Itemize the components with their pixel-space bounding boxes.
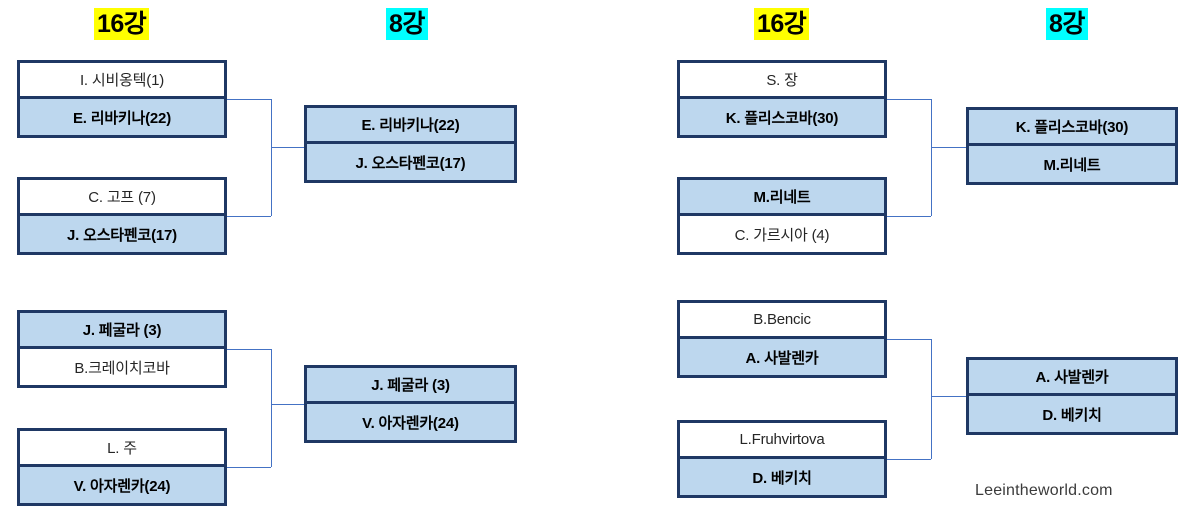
c-q3-out-stem [931,147,966,148]
player-slot-q1-r16-m2-bottom[interactable]: J. 오스타펜코(17) [20,216,224,252]
player-slot-q3-r16-m2-top[interactable]: M.리네트 [680,180,884,216]
player-slot-q4-r8-m1-bottom[interactable]: D. 베키치 [969,396,1175,432]
c-q2-top-stem [227,349,271,350]
c-q2-spine [271,349,272,467]
player-slot-q2-r16-m2-bottom[interactable]: V. 아자렌카(24) [20,467,224,503]
site-watermark: Leeintheworld.com [975,482,1113,499]
player-slot-q1-r16-m1-top[interactable]: I. 시비옹텍(1) [20,63,224,99]
c-q4-spine [931,339,932,459]
player-slot-q4-r16-m2-top[interactable]: L.Fruhvirtova [680,423,884,459]
player-slot-q3-r16-m2-bottom[interactable]: C. 가르시아 (4) [680,216,884,252]
player-slot-q1-r16-m1-bottom[interactable]: E. 리바키나(22) [20,99,224,135]
match-box-q1-r16-m2[interactable]: C. 고프 (7)J. 오스타펜코(17) [17,177,227,255]
c-q3-bottom-stem [887,216,931,217]
player-slot-q1-r8-m1-bottom[interactable]: J. 오스타펜코(17) [307,144,514,180]
player-slot-q2-r8-m1-top[interactable]: J. 페굴라 (3) [307,368,514,404]
player-slot-q2-r8-m1-bottom[interactable]: V. 아자렌카(24) [307,404,514,440]
match-box-q2-r8-m1[interactable]: J. 페굴라 (3)V. 아자렌카(24) [304,365,517,443]
player-slot-q3-r8-m1-bottom[interactable]: M.리네트 [969,146,1175,182]
c-q1-out-stem [271,147,304,148]
player-slot-q3-r8-m1-top[interactable]: K. 플리스코바(30) [969,110,1175,146]
match-box-q1-r16-m1[interactable]: I. 시비옹텍(1)E. 리바키나(22) [17,60,227,138]
c-q4-bottom-stem [887,459,931,460]
player-slot-q1-r8-m1-top[interactable]: E. 리바키나(22) [307,108,514,144]
round-header-3: 8강 [1046,8,1088,40]
c-q2-bottom-stem [227,467,271,468]
player-slot-q3-r16-m1-top[interactable]: S. 장 [680,63,884,99]
c-q1-top-stem [227,99,271,100]
player-slot-q4-r16-m1-bottom[interactable]: A. 사발렌카 [680,339,884,375]
match-box-q2-r16-m1[interactable]: J. 페굴라 (3)B.크레이치코바 [17,310,227,388]
c-q3-top-stem [887,99,931,100]
c-q2-out-stem [271,404,304,405]
round-header-2: 16강 [754,8,810,40]
c-q3-spine [931,99,932,216]
c-q1-spine [271,99,272,216]
round-header-0: 16강 [94,8,150,40]
match-box-q1-r8-m1[interactable]: E. 리바키나(22)J. 오스타펜코(17) [304,105,517,183]
player-slot-q2-r16-m1-bottom[interactable]: B.크레이치코바 [20,349,224,385]
match-box-q3-r8-m1[interactable]: K. 플리스코바(30)M.리네트 [966,107,1178,185]
player-slot-q4-r16-m2-bottom[interactable]: D. 베키치 [680,459,884,495]
c-q4-out-stem [931,396,966,397]
player-slot-q4-r16-m1-top[interactable]: B.Bencic [680,303,884,339]
c-q4-top-stem [887,339,931,340]
round-header-1: 8강 [386,8,428,40]
player-slot-q2-r16-m1-top[interactable]: J. 페굴라 (3) [20,313,224,349]
player-slot-q1-r16-m2-top[interactable]: C. 고프 (7) [20,180,224,216]
player-slot-q4-r8-m1-top[interactable]: A. 사발렌카 [969,360,1175,396]
player-slot-q3-r16-m1-bottom[interactable]: K. 플리스코바(30) [680,99,884,135]
c-q1-bottom-stem [227,216,271,217]
player-slot-q2-r16-m2-top[interactable]: L. 주 [20,431,224,467]
